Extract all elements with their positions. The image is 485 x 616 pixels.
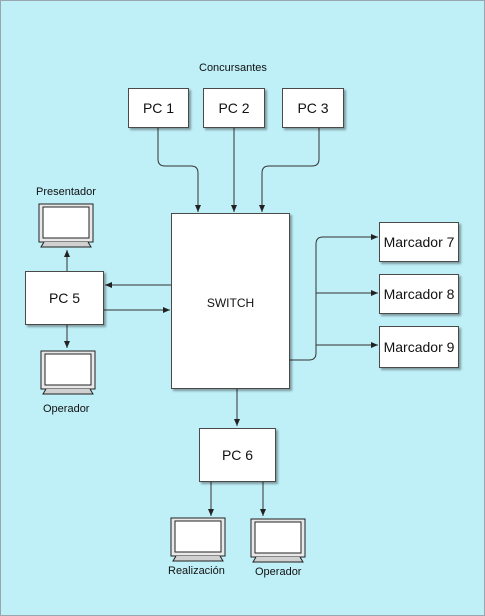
pc3-node: PC 3 <box>282 88 344 128</box>
realization-label: Realización <box>168 565 225 577</box>
contestants-label: Concursantes <box>199 62 267 74</box>
marcador9-label: Marcador 9 <box>383 339 455 355</box>
pc2-node: PC 2 <box>203 88 265 128</box>
edge-pc1-switch <box>157 128 201 212</box>
switch-node: SWITCH <box>171 213 290 389</box>
marcador8-label: Marcador 8 <box>383 286 455 302</box>
pc1-label: PC 1 <box>142 100 175 116</box>
marcador7-node: Marcador 7 <box>379 222 459 262</box>
switch-label: SWITCH <box>206 296 255 310</box>
operator-left-label: Operador <box>43 403 90 415</box>
edge-switch-bus <box>290 234 378 361</box>
edge-pc3-switch <box>259 128 320 212</box>
presenter-label: Presentador <box>36 186 96 198</box>
monitor-icon <box>40 350 96 395</box>
marcador7-label: Marcador 7 <box>383 234 455 250</box>
operator-bottom-label: Operador <box>255 566 302 578</box>
monitor-icon <box>38 203 94 248</box>
pc6-label: PC 6 <box>221 447 254 463</box>
pc5-label: PC 5 <box>48 290 81 306</box>
pc3-label: PC 3 <box>297 100 329 116</box>
marcador8-node: Marcador 8 <box>379 274 459 314</box>
monitor-icon <box>170 517 226 562</box>
pc1-node: PC 1 <box>128 88 189 128</box>
pc6-node: PC 6 <box>199 428 276 482</box>
monitor-icon <box>250 518 306 563</box>
marcador9-node: Marcador 9 <box>379 326 459 368</box>
pc2-label: PC 2 <box>218 100 250 116</box>
pc5-node: PC 5 <box>25 271 104 325</box>
